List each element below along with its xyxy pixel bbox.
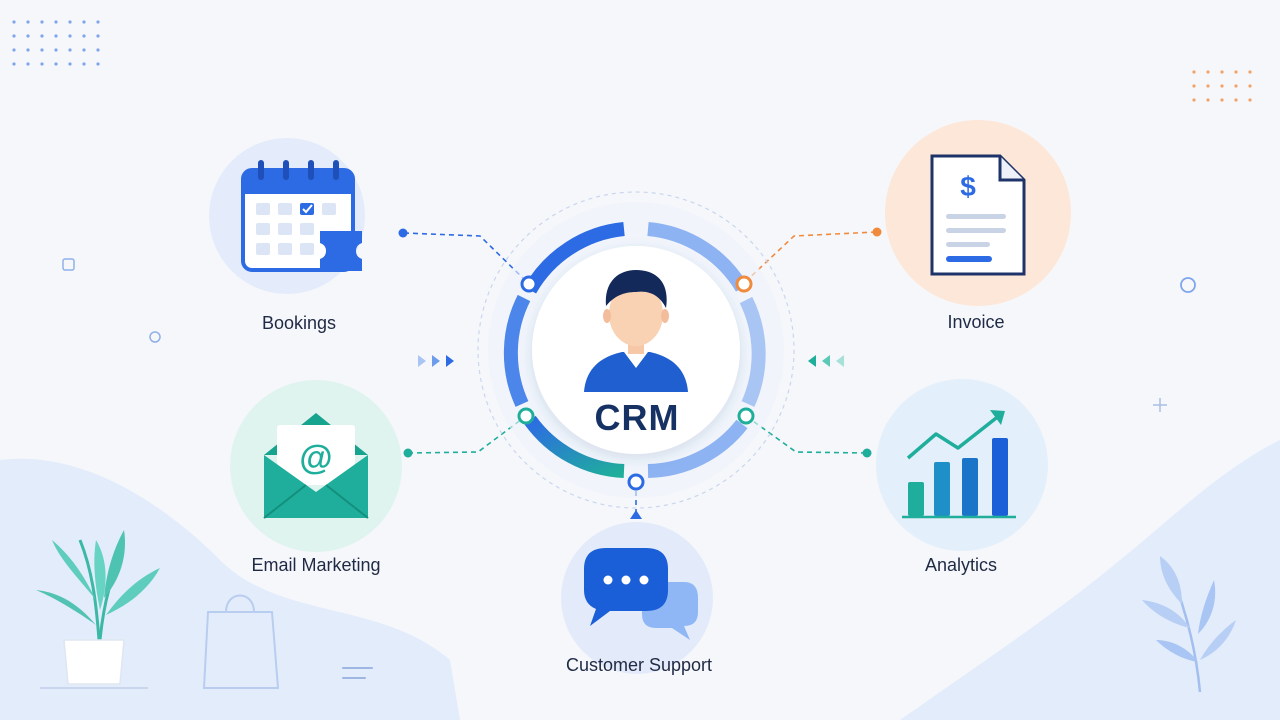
- decor-plus: [1153, 398, 1167, 412]
- decor-ring-right: [1180, 277, 1196, 293]
- svg-text:$: $: [960, 171, 976, 202]
- hub-ring-top-left: [523, 222, 625, 294]
- svg-text:@: @: [299, 439, 332, 477]
- connector-endpoints: [398, 227, 882, 519]
- customer-support-label: Customer Support: [565, 655, 713, 675]
- endpoint-invoice: [872, 227, 882, 237]
- node-support: [561, 522, 713, 674]
- node-invoice: $: [885, 120, 1071, 306]
- hub-ring-right: [739, 296, 766, 407]
- flow-arrows-right: [808, 355, 844, 367]
- endpoint-email: [403, 448, 413, 458]
- connector-invoice: [743, 231, 877, 284]
- invoice-label: Invoice: [947, 312, 1005, 332]
- chat-bubbles-icon: [584, 548, 698, 640]
- email-marketing-label: Email Marketing: [251, 555, 381, 575]
- crm-hub-label: CRM: [594, 397, 680, 438]
- shopping-bag-icon: [202, 594, 280, 689]
- decor-square: [62, 258, 75, 271]
- dot-grid-top-right: [1192, 70, 1252, 102]
- ring-node-support: [627, 473, 645, 491]
- hub-outer-dashed-ring: [477, 191, 795, 509]
- ring-node-bookings: [520, 275, 538, 293]
- envelope-at-icon: @: [263, 413, 369, 519]
- calendar-ticket-icon: [241, 160, 362, 272]
- node-analytics: [876, 379, 1048, 551]
- connector-analytics: [745, 415, 867, 454]
- bookings-label: Bookings: [261, 313, 337, 333]
- ring-node-analytics: [737, 407, 755, 425]
- node-email: @: [230, 380, 402, 552]
- crm-hub: [477, 191, 795, 509]
- leaf-branch-icon: [1142, 556, 1236, 693]
- hub-ring-top-right: [647, 222, 749, 292]
- node-bookings: [209, 138, 365, 294]
- arrow-up-support: [630, 510, 642, 519]
- connector-email: [407, 415, 527, 454]
- user-avatar-icon: [584, 270, 688, 392]
- ring-node-email: [517, 407, 535, 425]
- connector-bookings: [403, 232, 529, 284]
- hub-ring-bottom-left: [524, 415, 625, 478]
- bar-chart-trend-icon: [902, 410, 1016, 519]
- decor-dashes: [342, 667, 373, 679]
- hub-ring-left: [503, 294, 531, 407]
- flow-arrows-left: [418, 355, 454, 367]
- background-decor: [0, 20, 1280, 720]
- endpoint-analytics: [862, 448, 872, 458]
- ring-node-invoice: [735, 275, 753, 293]
- analytics-label: Analytics: [924, 555, 998, 575]
- potted-plant-icon: [36, 530, 160, 689]
- hub-ring-bottom-right: [647, 419, 748, 478]
- dot-grid-top-left: [12, 20, 100, 66]
- invoice-dollar-icon: $: [930, 154, 1026, 276]
- decor-ring-left: [149, 331, 161, 343]
- endpoint-bookings: [398, 228, 408, 238]
